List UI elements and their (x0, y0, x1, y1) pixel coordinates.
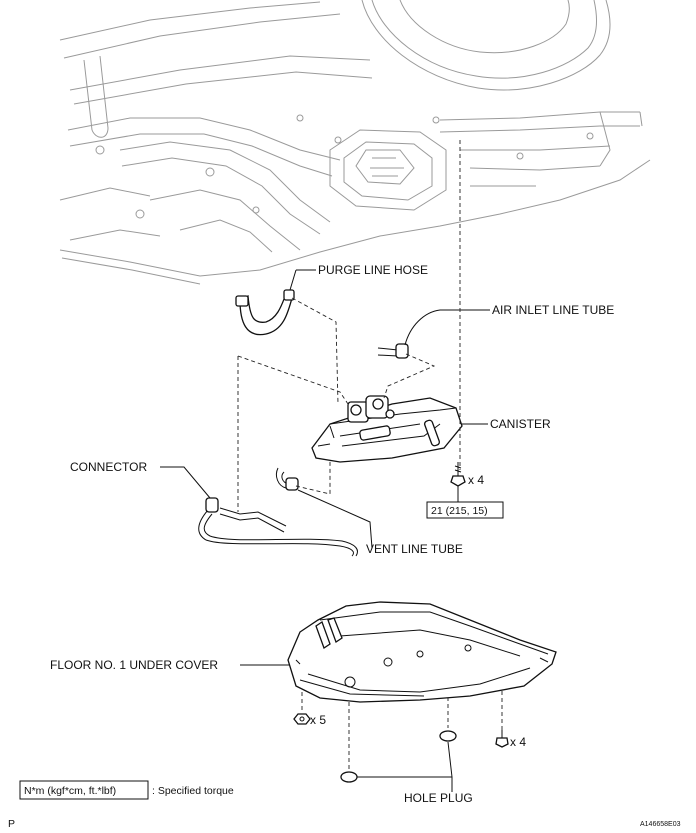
canister-label: CANISTER (490, 417, 551, 431)
canister-torque-value: 21 (215, 15) (431, 505, 488, 517)
connector-tube (198, 507, 358, 557)
vent-line-tube-leader (297, 489, 373, 549)
vent-line-tube-label: VENT LINE TUBE (366, 542, 463, 556)
hole-plug-label: HOLE PLUG (404, 791, 473, 805)
hole-plug-lower (340, 771, 358, 783)
purge-line-hose (235, 289, 295, 336)
floor-under-cover (287, 601, 557, 703)
hole-plug-leader (357, 741, 453, 792)
canister-torque-box (426, 501, 504, 519)
vehicle-underbody-outline (59, 0, 651, 285)
floor-under-cover-label: FLOOR NO. 1 UNDER COVER (50, 658, 218, 672)
figure-code: A146658E03 (640, 821, 681, 828)
connector-leader (160, 466, 211, 499)
connector-label: CONNECTOR (70, 460, 147, 474)
cover-nut-icon (293, 713, 311, 725)
purge-line-hose-label: PURGE LINE HOSE (318, 263, 428, 277)
air-inlet-line-tube-label: AIR INLET LINE TUBE (492, 303, 614, 317)
connector-body (205, 497, 219, 513)
air-inlet-line-tube-leader (404, 309, 490, 346)
cover-nut-quantity: x 5 (310, 713, 326, 727)
canister-bolt-quantity: x 4 (468, 473, 484, 487)
legend-unit-box (19, 780, 149, 800)
legend-description: : Specified torque (152, 785, 234, 797)
hole-plug-upper (439, 730, 457, 742)
page-letter: P (8, 818, 15, 830)
legend-unit-text: N*m (kgf*cm, ft.*lbf) (24, 785, 116, 797)
canister-bolt-icon (450, 462, 466, 487)
purge-line-hose-leader (289, 269, 297, 291)
cover-bolt-icon (495, 730, 509, 748)
canister (311, 395, 463, 463)
vent-line-tube (275, 467, 299, 491)
cover-bolt-quantity: x 4 (510, 735, 526, 749)
air-inlet-line-tube (377, 343, 409, 359)
